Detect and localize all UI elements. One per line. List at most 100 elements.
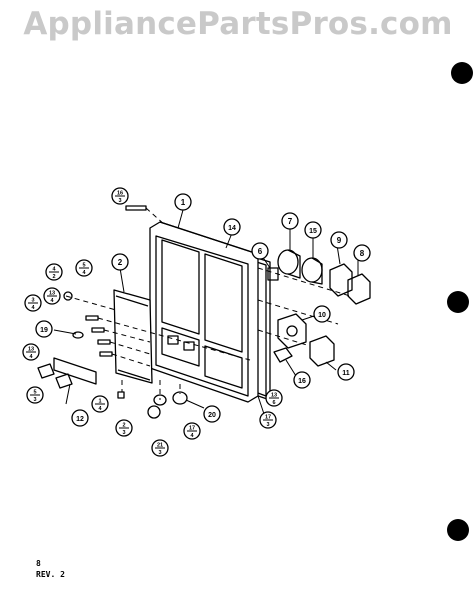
callout-16: 16 (293, 371, 311, 389)
terminal-part-16 (273, 347, 293, 363)
fraction-top: 5 (82, 263, 85, 269)
explode-line (257, 299, 339, 325)
callout-label: 20 (208, 412, 216, 419)
top-screw (125, 205, 147, 211)
callout-label: 19 (40, 327, 48, 334)
washer (72, 331, 84, 339)
leader-line (301, 315, 315, 321)
fraction-top: 5 (33, 390, 36, 396)
frame-inner-border (155, 235, 249, 397)
housing-hole (286, 325, 298, 337)
screw (99, 351, 113, 357)
switch-part-9 (329, 263, 353, 297)
callout-10: 10 (313, 305, 331, 323)
callout-label: 9 (337, 236, 342, 245)
fraction-callout: 173 (259, 411, 277, 429)
switch-part-11 (309, 335, 335, 367)
explode-line (65, 295, 117, 311)
explode-line (257, 267, 351, 297)
callout-circle (174, 193, 192, 211)
callout-circle (223, 218, 241, 236)
callout-circle (330, 231, 348, 249)
strip-part-12 (53, 357, 97, 385)
leader-line (325, 361, 337, 371)
callout-14: 14 (223, 218, 241, 236)
callout-label: 7 (288, 217, 293, 226)
fraction-bottom: 4 (190, 433, 194, 439)
callout-circle (71, 409, 89, 427)
page-number: 8 (36, 559, 41, 568)
fraction-top: 17 (265, 415, 271, 421)
callout-circle (251, 242, 269, 260)
callout-2: 2 (111, 253, 129, 271)
callout-12: 12 (71, 409, 89, 427)
knob-part-21 (147, 405, 161, 419)
callout-circle (281, 212, 299, 230)
leader-line (185, 399, 205, 409)
screw (85, 315, 99, 321)
callout-label: 14 (228, 225, 236, 232)
callout-circle (304, 221, 322, 239)
fraction-top: 2 (122, 423, 125, 429)
callout-circle (203, 405, 221, 423)
callout-circle (337, 363, 355, 381)
explode-line (145, 207, 166, 226)
callout-15: 15 (304, 221, 322, 239)
fraction-top: 21 (157, 443, 163, 449)
explode-line (257, 329, 311, 347)
fraction-callout: 213 (151, 439, 169, 457)
mounting-plate-part-2 (113, 289, 153, 384)
leader-line (177, 209, 184, 229)
fraction-bottom: 4 (98, 406, 102, 412)
fraction-bottom: 3 (122, 430, 125, 436)
callout-20: 20 (203, 405, 221, 423)
fraction-callout: 136 (265, 389, 283, 407)
housing-part-10 (277, 313, 307, 349)
motor-body (311, 257, 323, 285)
screw (91, 327, 105, 333)
callout-11: 11 (337, 363, 355, 381)
motor-body (287, 249, 301, 279)
callout-label: 16 (298, 378, 306, 385)
watermark-text: AppliancePartsPros.com (23, 6, 453, 42)
knob-post (153, 394, 167, 406)
fraction-callout: 42 (45, 263, 63, 281)
callout-circle (293, 371, 311, 389)
callout-circle (353, 244, 371, 262)
fraction-top: 1 (98, 399, 101, 405)
fraction-callout: 53 (26, 386, 44, 404)
fraction-bottom: 3 (158, 450, 161, 456)
binder-hole-bottom (447, 519, 469, 541)
callout-label: 11 (342, 370, 350, 377)
callout-6: 6 (251, 242, 269, 260)
callout-1: 1 (174, 193, 192, 211)
callout-label: 1 (181, 198, 186, 207)
callout-circle (35, 320, 53, 338)
callout-label: 12 (76, 416, 84, 423)
callout-9: 9 (330, 231, 348, 249)
fraction-top: 16 (117, 191, 123, 197)
callout-19: 19 (35, 320, 53, 338)
callout-label: 15 (309, 228, 317, 235)
leader-line (285, 359, 297, 377)
callout-8: 8 (353, 244, 371, 262)
fraction-callout: 34 (24, 294, 42, 312)
explode-line (109, 341, 151, 355)
fraction-top: 17 (189, 426, 195, 432)
connector-clip (37, 363, 55, 379)
fraction-bottom: 4 (31, 305, 35, 311)
fraction-bottom: 3 (266, 422, 269, 428)
explode-line (103, 329, 151, 343)
fraction-bottom: 6 (272, 400, 275, 406)
fraction-callout: 14 (91, 395, 109, 413)
screw (117, 391, 125, 399)
page-footer: 8 REV. 2 (36, 558, 65, 580)
callout-circle (111, 253, 129, 271)
leader-line (257, 395, 265, 415)
fraction-bottom: 4 (82, 270, 86, 276)
fraction-top: 13 (271, 393, 277, 399)
fraction-callout: 54 (75, 259, 93, 277)
washer (63, 291, 73, 301)
